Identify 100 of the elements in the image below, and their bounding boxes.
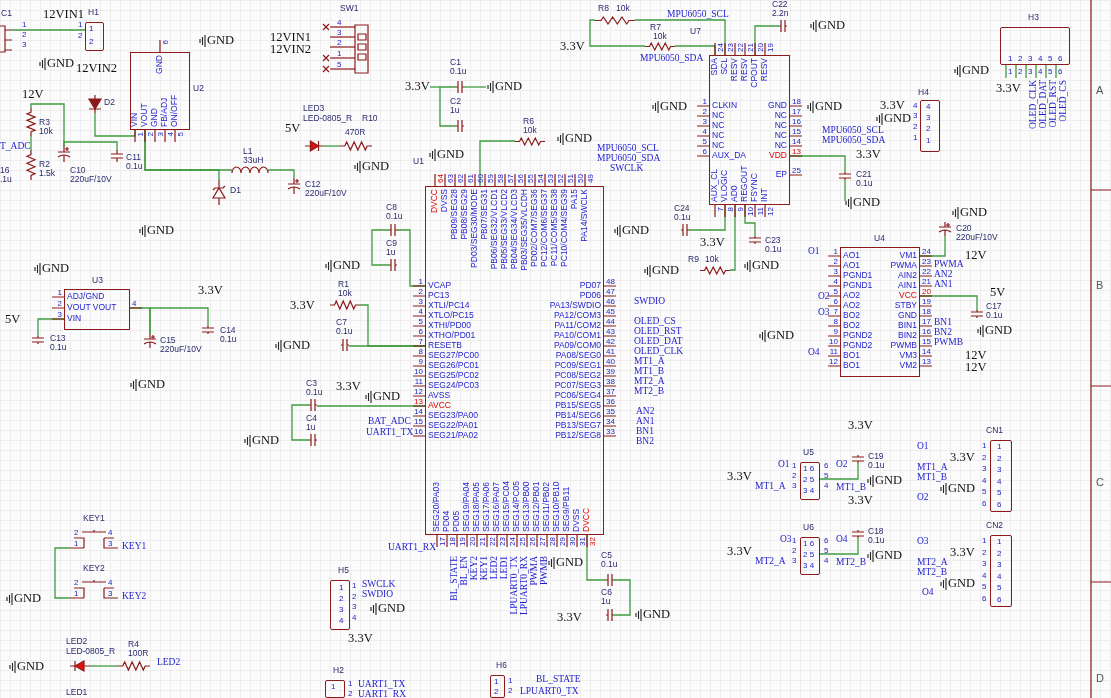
pin-name: PA12/COM3: [553, 311, 601, 320]
pin-name: BO1: [843, 351, 860, 360]
pin-name: AO1: [843, 251, 860, 260]
pin-name: XTLI/PC14: [428, 301, 470, 310]
part-value: 10k: [523, 126, 537, 135]
net-label: OLED_CS: [634, 316, 676, 326]
pin-name: PA13/SWDIO: [549, 301, 601, 310]
pin-name: DVSS: [440, 189, 449, 213]
pin-name: AO2: [843, 291, 860, 300]
pin-number: 6: [833, 297, 838, 306]
pin-number: 12: [414, 387, 423, 396]
pin-number: 27: [538, 537, 547, 546]
pin-number: 12: [766, 207, 775, 216]
pin-number: 28: [548, 537, 557, 546]
pin-name: PB06/SEG32/VLCD1: [490, 189, 499, 270]
part-value: 1u: [306, 423, 316, 432]
pin-number: 32: [588, 537, 597, 546]
pin-number: 47: [606, 287, 615, 296]
power-label: 3.3V: [727, 545, 752, 558]
pin-number: 11: [829, 347, 838, 356]
pin-number: 2: [348, 689, 353, 698]
pin-number: 44: [606, 317, 615, 326]
pin-number: 40: [606, 357, 615, 366]
pin-number: 42: [606, 337, 615, 346]
pin-name: PA11/COM2: [554, 321, 601, 330]
part-value: 10k: [653, 32, 667, 41]
part-designator: LED3: [303, 104, 325, 113]
pin-number: 11: [756, 207, 765, 216]
part-designator: SW1: [340, 4, 359, 13]
pin-number: 5: [824, 546, 829, 555]
pin-number: 64: [436, 174, 445, 183]
part-value: 1u: [450, 106, 460, 115]
pin-name: VOUT VOUT: [67, 303, 117, 312]
power-label: 5V: [285, 122, 301, 135]
pin-number: 10: [746, 207, 755, 216]
pin-number: 6: [1058, 54, 1063, 63]
pin-name: SEG25/PC02: [428, 371, 480, 380]
ground-label: GND: [643, 608, 671, 621]
frame-zone-letter: C: [1096, 476, 1104, 488]
pin-number: 23: [726, 43, 735, 52]
pin-number: 4: [132, 299, 137, 308]
net-label: O2: [917, 492, 929, 502]
pin-name: PA09/COM0: [553, 341, 601, 350]
frame-zone-letter: D: [1096, 672, 1104, 684]
pin-number: 6: [824, 536, 829, 545]
pin-name: SEG14/PC05: [512, 480, 521, 532]
pin-name: SEG26/PC01: [428, 361, 480, 370]
pin-number: 4: [833, 277, 838, 286]
pin-number: 43: [606, 327, 615, 336]
pin-number: 53: [546, 174, 555, 183]
pin-name: SEG12/PB01: [532, 481, 541, 532]
pin-number: 3: [1028, 67, 1033, 76]
pin-number: 2: [997, 454, 1002, 463]
pin-number: 3: [57, 310, 62, 319]
net-label: O4: [922, 587, 934, 597]
pin-number: 5: [997, 488, 1002, 497]
pin-number: 5: [833, 287, 838, 296]
pin-number: 16: [792, 117, 801, 126]
part-designator: U5: [803, 448, 814, 457]
pin-number: 15: [414, 417, 423, 426]
pin-name: FB/ADJ: [160, 97, 169, 127]
pin-name: XTHI/PD00: [428, 321, 471, 330]
pin-name: VM3: [899, 351, 917, 360]
part-designator: C8: [386, 203, 397, 212]
part-designator: R3: [39, 118, 50, 127]
part-designator: C24: [674, 204, 690, 213]
pin-name: NC: [712, 111, 725, 120]
pin-number: 1: [418, 277, 423, 286]
pin-number: 6: [702, 147, 707, 156]
ground-label: GND: [14, 592, 42, 605]
pin-name: REGOUT: [740, 165, 749, 202]
part-value: LED-0805_R: [303, 114, 353, 123]
net-label: PWMA: [529, 556, 539, 586]
net-label: MT2_B: [836, 557, 867, 567]
pin-name: PB14/SEG6: [555, 411, 601, 420]
pin-name: NC: [774, 121, 787, 130]
pin-name: PC10/COM4/SEG39: [560, 189, 569, 267]
part-value: 100R: [128, 649, 149, 658]
pin-name: PA15: [570, 189, 579, 210]
pin-number: 2: [913, 122, 918, 131]
pin-number: 2: [339, 594, 344, 603]
pin-number: 17: [922, 317, 931, 326]
pin-number: 2: [146, 132, 155, 137]
pin-number: 4: [1038, 67, 1043, 76]
net-label: OLED_RST: [634, 326, 682, 336]
pin-number: 46: [606, 297, 615, 306]
power-label: 5V: [990, 286, 1006, 299]
ground-label: GND: [495, 80, 523, 93]
pin-number: 63: [446, 174, 455, 183]
pin-number: 6: [161, 40, 170, 45]
ground-label: GND: [853, 196, 881, 209]
pin-number: 4: [352, 613, 357, 622]
pin-name: PGND2: [843, 331, 873, 340]
pin-number: 4: [339, 616, 344, 625]
pin-name: GND: [898, 311, 917, 320]
pin-number: 2: [926, 124, 931, 133]
pin-number: 1 6: [803, 539, 815, 548]
ground-label: GND: [362, 160, 390, 173]
ground-label: GND: [818, 19, 846, 32]
pin-number: 3: [792, 556, 797, 565]
